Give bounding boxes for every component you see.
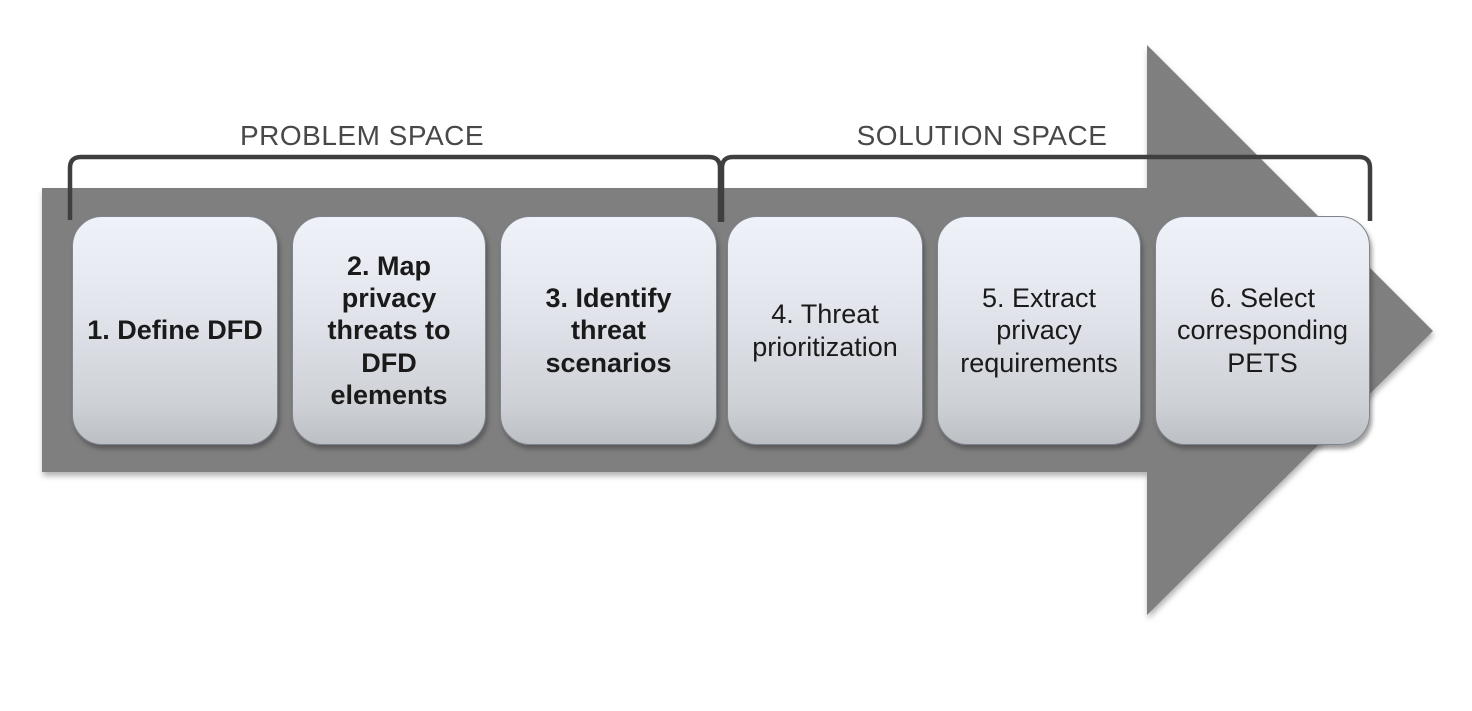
step-box-5: 5. Extract privacy requirements [937, 216, 1141, 445]
solution-space-bracket [719, 154, 1373, 222]
step-box-3: 3. Identify threat scenarios [500, 216, 717, 445]
step-1-label: 1. Define DFD [87, 315, 263, 346]
step-box-2: 2. Map privacy threats to DFD elements [292, 216, 486, 445]
step-box-6: 6. Select corresponding PETS [1155, 216, 1370, 445]
step-box-1: 1. Define DFD [72, 216, 278, 445]
step-box-4: 4. Threat prioritization [727, 216, 923, 445]
problem-space-bracket [67, 154, 723, 222]
step-5-label: 5. Extract privacy requirements [960, 282, 1118, 378]
step-4-label: 4. Threat prioritization [752, 299, 898, 362]
solution-space-label: SOLUTION SPACE [856, 120, 1108, 151]
problem-space-label: PROBLEM SPACE [239, 120, 485, 151]
step-6-label: 6. Select corresponding PETS [1176, 282, 1349, 378]
step-3-label: 3. Identify threat scenarios [545, 282, 672, 378]
step-2-label: 2. Map privacy threats to DFD elements [327, 250, 451, 411]
